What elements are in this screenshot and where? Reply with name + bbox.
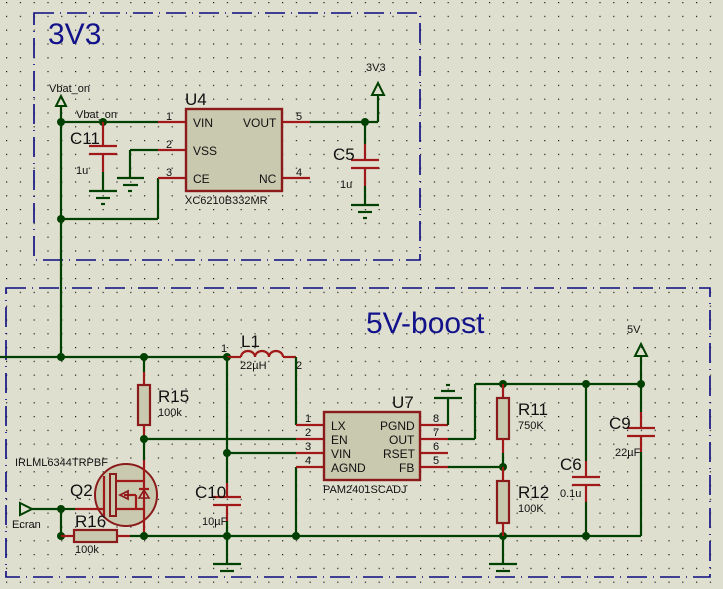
u7-pin-name: RSET bbox=[383, 447, 416, 461]
u7-pin-name: PGND bbox=[380, 419, 415, 433]
pgnd-ground bbox=[434, 383, 462, 425]
u4-pin-num: 5 bbox=[296, 111, 302, 123]
ecran-input-terminal[interactable] bbox=[19, 501, 61, 517]
q2-part: IRLML6344TRPBF bbox=[15, 457, 108, 469]
u7-pin-num: 7 bbox=[433, 427, 439, 439]
junction bbox=[57, 353, 65, 361]
u4-pin-num: 1 bbox=[166, 111, 172, 123]
c10-ref: C10 bbox=[195, 483, 226, 502]
capacitor-c6[interactable] bbox=[572, 384, 600, 536]
u7-pin-num: 6 bbox=[433, 441, 439, 453]
u7-pin-num: 8 bbox=[433, 413, 439, 425]
resistor-r16[interactable] bbox=[61, 528, 130, 544]
junction bbox=[140, 532, 148, 540]
c10-value: 10µF bbox=[202, 516, 228, 528]
u7-pin-num: 5 bbox=[433, 455, 439, 467]
u7-pin-name: VIN bbox=[331, 447, 351, 461]
l1-pin2-num: 2 bbox=[296, 360, 302, 372]
c11-value: 1u bbox=[76, 165, 88, 177]
vbat-on-terminal-label: Vbat_on bbox=[49, 83, 90, 95]
r12-ref: R12 bbox=[518, 483, 549, 502]
c6-ref: C6 bbox=[560, 455, 582, 474]
ecran-label: Ecran bbox=[12, 519, 41, 531]
5v-terminal-label: 5V bbox=[627, 324, 641, 336]
resistor-r12[interactable] bbox=[489, 467, 517, 573]
5v-power-terminal[interactable] bbox=[633, 341, 649, 384]
u7-pin-name: FB bbox=[399, 461, 414, 475]
junction bbox=[57, 118, 65, 126]
block-5v-boost-title: 5V-boost bbox=[366, 307, 485, 340]
l1-pin1-num: 1 bbox=[221, 343, 227, 355]
c9-ref: C9 bbox=[609, 414, 631, 433]
capacitor-c10[interactable] bbox=[213, 483, 241, 573]
u4-pin-num: 3 bbox=[166, 167, 172, 179]
c6-value: 0.1u bbox=[560, 488, 581, 500]
resistor-r15[interactable] bbox=[136, 357, 152, 439]
mosfet-q2[interactable] bbox=[75, 460, 158, 536]
capacitor-c11[interactable] bbox=[89, 122, 117, 206]
u4-part: XC6210B332MR bbox=[185, 195, 268, 207]
q2-ref: Q2 bbox=[70, 481, 93, 500]
u4-pin-num: 2 bbox=[166, 139, 172, 151]
block-5v-boost-border bbox=[5, 287, 711, 578]
l1-ref: L1 bbox=[241, 332, 260, 351]
r15-ref: R15 bbox=[158, 387, 189, 406]
vss-ground-wire bbox=[117, 148, 158, 193]
u4-pin-name: NC bbox=[259, 172, 277, 186]
u7-part: PAM2401SCADJ bbox=[323, 484, 407, 496]
c5-value: 1u bbox=[340, 179, 352, 191]
u7-pin-num: 2 bbox=[305, 427, 311, 439]
c9-value: 22µF bbox=[615, 447, 641, 459]
u7-pin-num: 1 bbox=[305, 413, 311, 425]
r11-ref: R11 bbox=[518, 400, 548, 419]
u7-ref: U7 bbox=[392, 393, 414, 412]
u7-pin-name: AGND bbox=[331, 461, 366, 475]
inductor-l1[interactable] bbox=[227, 349, 296, 359]
u7-pin-name: OUT bbox=[389, 433, 415, 447]
u4-pin-name: VIN bbox=[193, 116, 213, 130]
u7-pin-name: LX bbox=[331, 419, 346, 433]
resistor-r11[interactable] bbox=[495, 384, 511, 467]
capacitor-c9[interactable] bbox=[627, 384, 655, 536]
u7-pin-num: 3 bbox=[305, 441, 311, 453]
block-3v3-title: 3V3 bbox=[48, 18, 101, 51]
c11-ref: C11 bbox=[70, 129, 100, 148]
r12-value: 100K bbox=[518, 503, 544, 515]
u4-pin-name: CE bbox=[193, 172, 210, 186]
u4-pin-num: 4 bbox=[296, 167, 302, 179]
ic-u7[interactable] bbox=[296, 410, 448, 482]
vbat-wire-label: Vbat_on bbox=[76, 109, 117, 121]
u4-ref: U4 bbox=[185, 90, 207, 109]
block-3v3-border bbox=[33, 12, 421, 261]
u4-pin-name: VOUT bbox=[243, 116, 277, 130]
c5-ref: C5 bbox=[333, 145, 355, 164]
capacitor-c5[interactable] bbox=[351, 122, 379, 220]
r15-value: 100k bbox=[158, 407, 182, 419]
l1-value: 22µH bbox=[240, 360, 267, 372]
u7-pin-name: EN bbox=[331, 433, 348, 447]
junction bbox=[57, 215, 65, 223]
u4-pin-name: VSS bbox=[193, 144, 217, 158]
r16-ref: R16 bbox=[75, 512, 106, 531]
r16-value: 100k bbox=[75, 544, 99, 556]
ic-u4[interactable] bbox=[158, 107, 310, 193]
3v3-power-terminal[interactable] bbox=[370, 80, 386, 96]
r11-value: 750K bbox=[518, 420, 544, 432]
3v3-terminal-label: 3V3 bbox=[366, 62, 386, 74]
u7-pin-num: 4 bbox=[305, 455, 311, 467]
